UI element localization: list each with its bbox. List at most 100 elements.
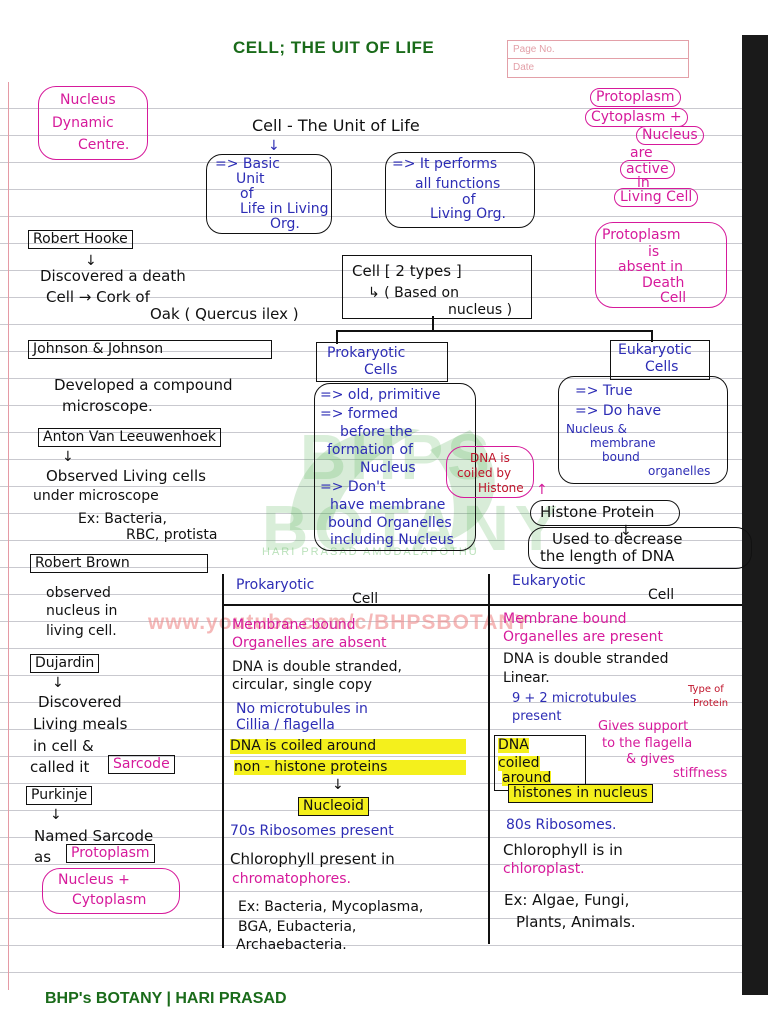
watermark-line2: BOTANY [262, 492, 564, 564]
histone-protein-cloud [530, 500, 680, 526]
page-no-label: Page No. [513, 44, 555, 55]
of-text: of [240, 186, 254, 202]
euk-row3f: to the flagella [602, 736, 693, 751]
active-box: active [620, 160, 675, 180]
dujardin-line3: in cell & [33, 737, 94, 755]
euk-row3h: stiffness [673, 766, 728, 781]
prok-heading-box [316, 342, 448, 382]
hooke-line1: Discovered a death [40, 267, 186, 285]
org-text: Org. [270, 216, 300, 232]
euk-point6: organelles [648, 464, 711, 478]
johnson-line1: Developed a compound [54, 376, 233, 394]
euk-row3g: & gives [626, 752, 675, 767]
robert-brown-name: Robert Brown [35, 555, 130, 571]
euk-row3e: Gives support [598, 719, 689, 734]
table-euk-title-line1: Eukaryotic [512, 573, 586, 589]
prok-row7a: Chlorophyll present in [230, 850, 395, 868]
euk-heading-line1: Eukaryotic [618, 342, 692, 358]
leeuwenhoek-line1: Observed Living cells [46, 467, 206, 485]
nucleus-box: Nucleus [636, 126, 704, 146]
life-in-living-text: Life in Living [240, 201, 329, 217]
euk-point4: membrane [590, 436, 656, 450]
robert-hooke-name: Robert Hooke [33, 231, 128, 247]
histone-line1: Histone Protein [540, 503, 655, 521]
purkinje-name: Purkinje [31, 787, 88, 803]
living-cell-box: Living Cell [614, 188, 699, 208]
arrow-down-icon: ↓ [52, 675, 64, 691]
prok-point1: => old, primitive [320, 387, 441, 403]
brown-line3: living cell. [46, 623, 117, 639]
euk-heading-line2: Cells [645, 359, 679, 375]
dujardin-line5: Sarcode [113, 756, 170, 772]
arrow-down-icon: ↓ [620, 523, 632, 539]
page-date-box: Page No. Date [507, 40, 689, 78]
unit-text: Unit [236, 171, 265, 187]
living-org-text: Living Org. [430, 206, 506, 222]
dujardin-line1: Discovered [38, 693, 122, 711]
dujardin-line4: called it [30, 758, 90, 776]
euk-row6: 80s Ribosomes. [506, 817, 617, 833]
purkinje-line4: Nucleus + [58, 872, 130, 888]
leeuwenhoek-line3: Ex: Bacteria, [78, 511, 167, 527]
prok-row6: 70s Ribosomes present [230, 823, 394, 839]
euk-point1: => True [575, 383, 633, 399]
euk-row3d: Protein [693, 698, 729, 709]
connector-line [432, 316, 434, 330]
johnson-box: Johnson & Johnson [28, 340, 272, 360]
johnson-line2: microscope. [62, 397, 153, 415]
euk-row3a: 9 + 2 microtubules [512, 691, 637, 706]
euk-row4b: coiled [498, 755, 540, 772]
prok-row3a: No microtubules in [236, 701, 368, 717]
notebook-page [0, 82, 742, 990]
page-edge-shadow [742, 35, 768, 995]
dujardin-box: Dujardin [30, 654, 100, 674]
prok-row4a: DNA is coiled around [230, 738, 466, 755]
euk-point2: => Do have [575, 403, 662, 419]
prok-row7b: chromatophores. [232, 871, 351, 887]
is-text: is [648, 244, 660, 260]
robert-brown-box: Robert Brown [30, 554, 208, 574]
basic-text: => Basic [215, 156, 280, 172]
arrow-up-icon: ↑ [536, 482, 548, 498]
prok-heading-line1: Prokaryotic [327, 345, 406, 361]
prok-point6: => Don't [320, 479, 386, 495]
cell-types-line3: nucleus ) [448, 302, 513, 318]
protoplasm-box: Protoplasm [590, 88, 681, 108]
dujardin-name: Dujardin [35, 655, 95, 671]
prok-point8: bound Organelles [328, 515, 452, 531]
cytoplasm-box: Cytoplasm + [585, 108, 688, 128]
protoplasm-box-2: Protoplasm [66, 844, 155, 864]
johnson-name: Johnson & Johnson [33, 341, 164, 357]
cell-types-box [342, 255, 532, 319]
prok-row4b: non - histone proteins [234, 759, 466, 776]
euk-heading-box [610, 340, 710, 380]
death-text: Death [642, 275, 685, 291]
arrow-down-icon: ↓ [50, 807, 62, 823]
euk-row1b: Organelles are present [503, 629, 663, 645]
prok-row8a: Ex: Bacteria, Mycoplasma, [238, 899, 424, 915]
arrow-down-icon: ↓ [85, 253, 97, 269]
prok-row5: Nucleoid [303, 798, 364, 814]
table-euk-title-line2: Cell [648, 587, 675, 603]
leeuwenhoek-name: Anton Van Leeuwenhoek [43, 429, 216, 445]
absent-in-text: absent in [618, 259, 683, 275]
prok-row1a: Membrane bound [232, 617, 356, 633]
histone-line2: Used to decrease [552, 530, 683, 548]
arrow-down-icon: ↓ [268, 138, 280, 154]
table-header-line [222, 604, 742, 606]
margin-line [8, 82, 9, 990]
euk-row2b: Linear. [503, 670, 550, 686]
leeuwenhoek-line2: under microscope [33, 488, 159, 504]
histone-use-cloud [528, 527, 752, 569]
dujardin-line2: Living meals [33, 715, 128, 733]
arrow-down-icon: ↓ [62, 449, 74, 465]
euk-row3c: Type of [688, 684, 724, 695]
leeuwenhoek-box: Anton Van Leeuwenhoek [38, 428, 221, 448]
hooke-line2: Cell → Cork of [46, 288, 150, 306]
euk-row4d: histones in nucleus [513, 785, 648, 801]
prok-point4: formation of [327, 442, 413, 458]
euk-row8b: Plants, Animals. [516, 913, 636, 931]
purkinje-line3: Protoplasm [71, 845, 150, 861]
table-border-left [222, 574, 224, 948]
prok-point9: including Nucleus [330, 532, 454, 548]
